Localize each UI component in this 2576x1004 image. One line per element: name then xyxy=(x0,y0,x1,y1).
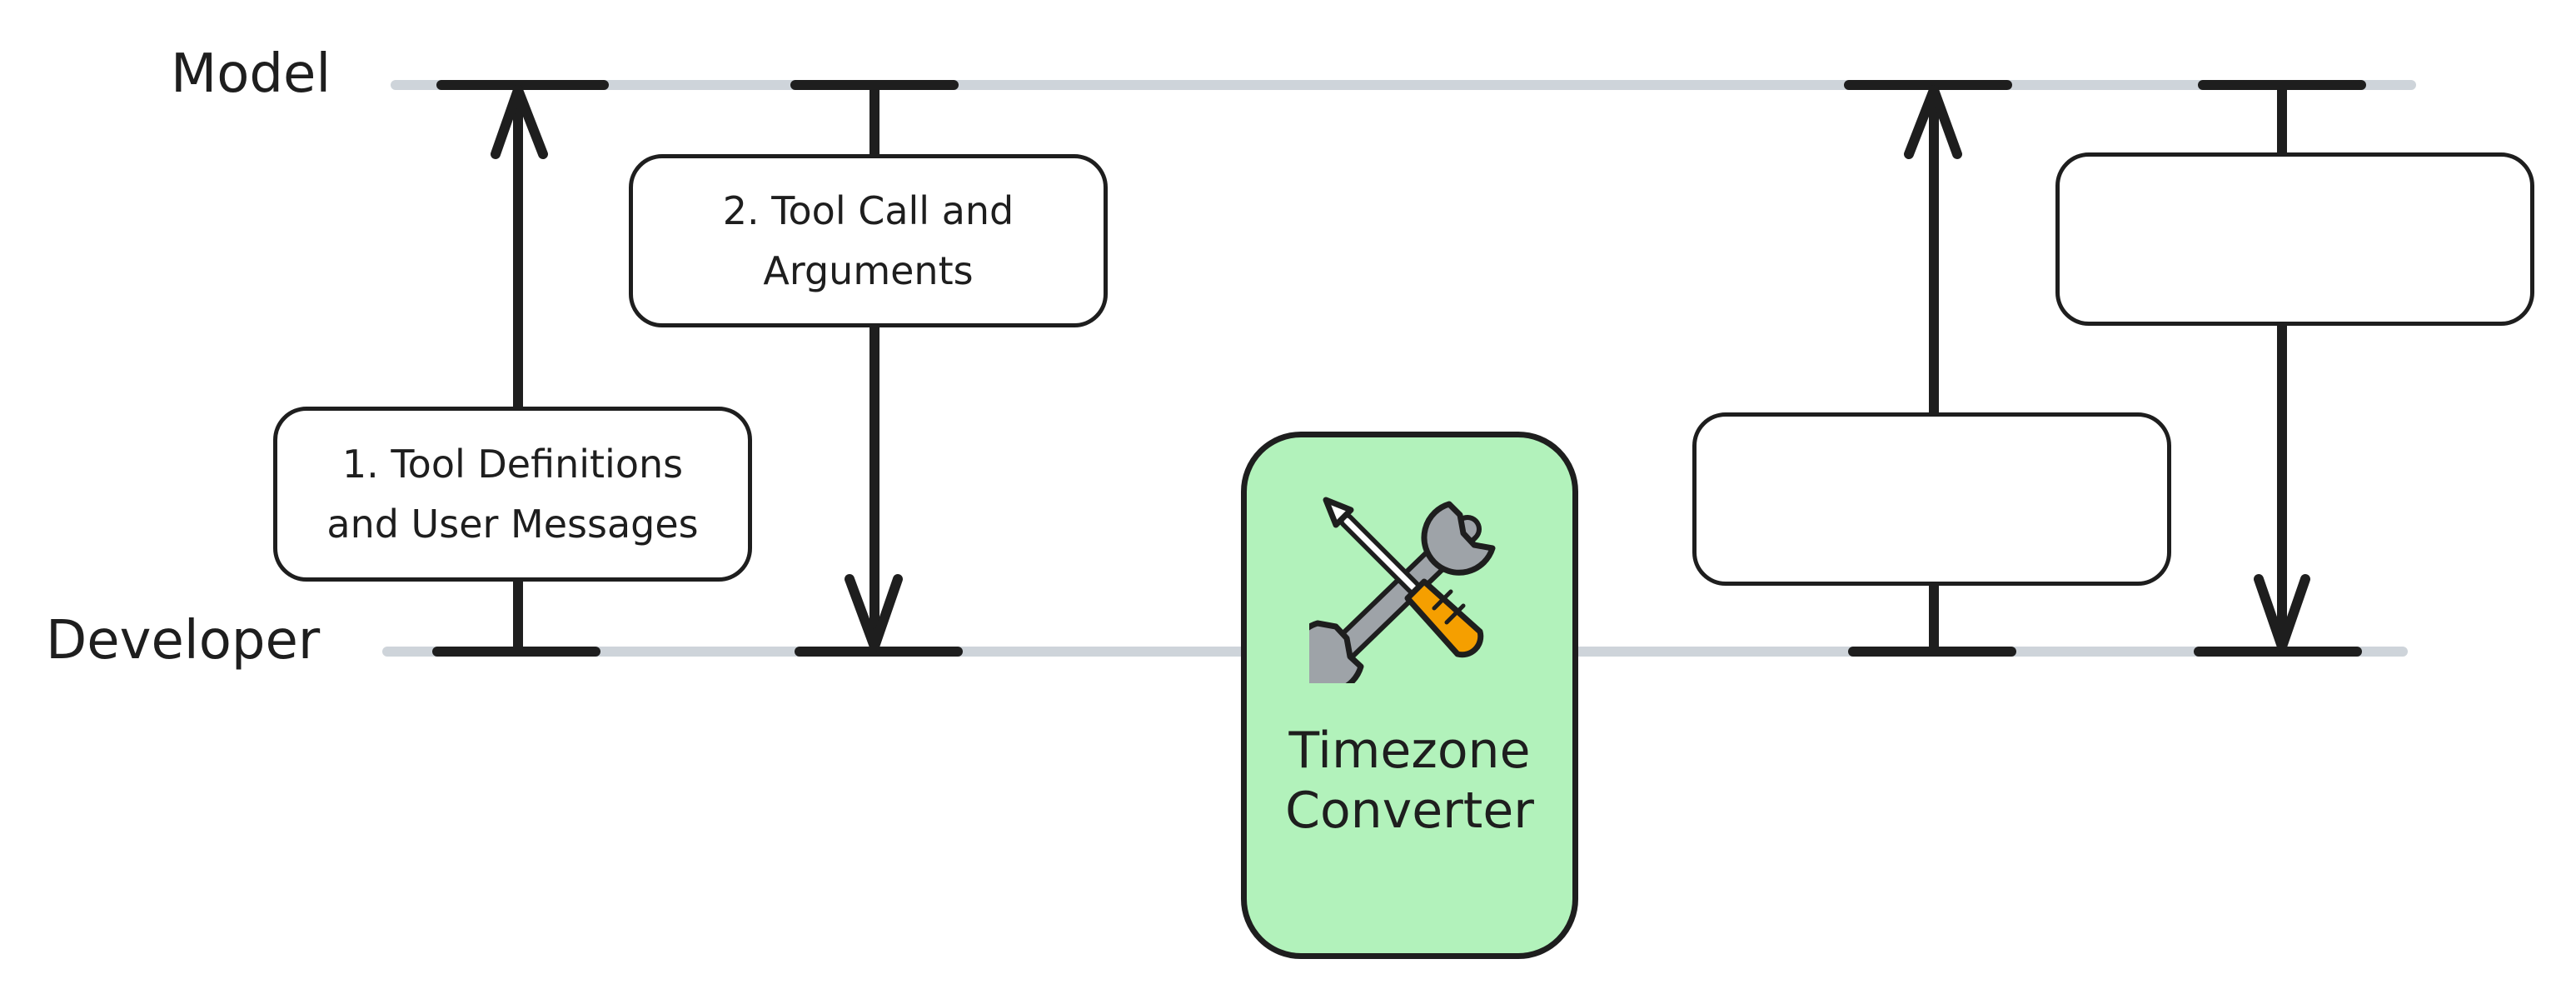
step2-box: 2. Tool Call and Arguments xyxy=(629,154,1108,327)
step2-line2: Arguments xyxy=(763,248,974,293)
step3-box-empty xyxy=(1692,412,2171,586)
tool-name-line1: Timezone xyxy=(1288,722,1531,780)
developer-lane-label: Developer xyxy=(46,610,321,672)
step1-box: 1. Tool Definitions and User Messages xyxy=(273,407,752,582)
tool-card: Timezone Converter xyxy=(1241,432,1578,959)
step4-box-empty xyxy=(2055,152,2534,326)
tools-icon xyxy=(1309,497,1496,683)
step1-line1: 1. Tool Definitions xyxy=(341,442,684,487)
tool-name-line2: Converter xyxy=(1285,782,1534,840)
step2-line1: 2. Tool Call and xyxy=(722,188,1014,233)
step1-line2: and User Messages xyxy=(326,502,699,547)
model-lane-label: Model xyxy=(171,43,331,105)
